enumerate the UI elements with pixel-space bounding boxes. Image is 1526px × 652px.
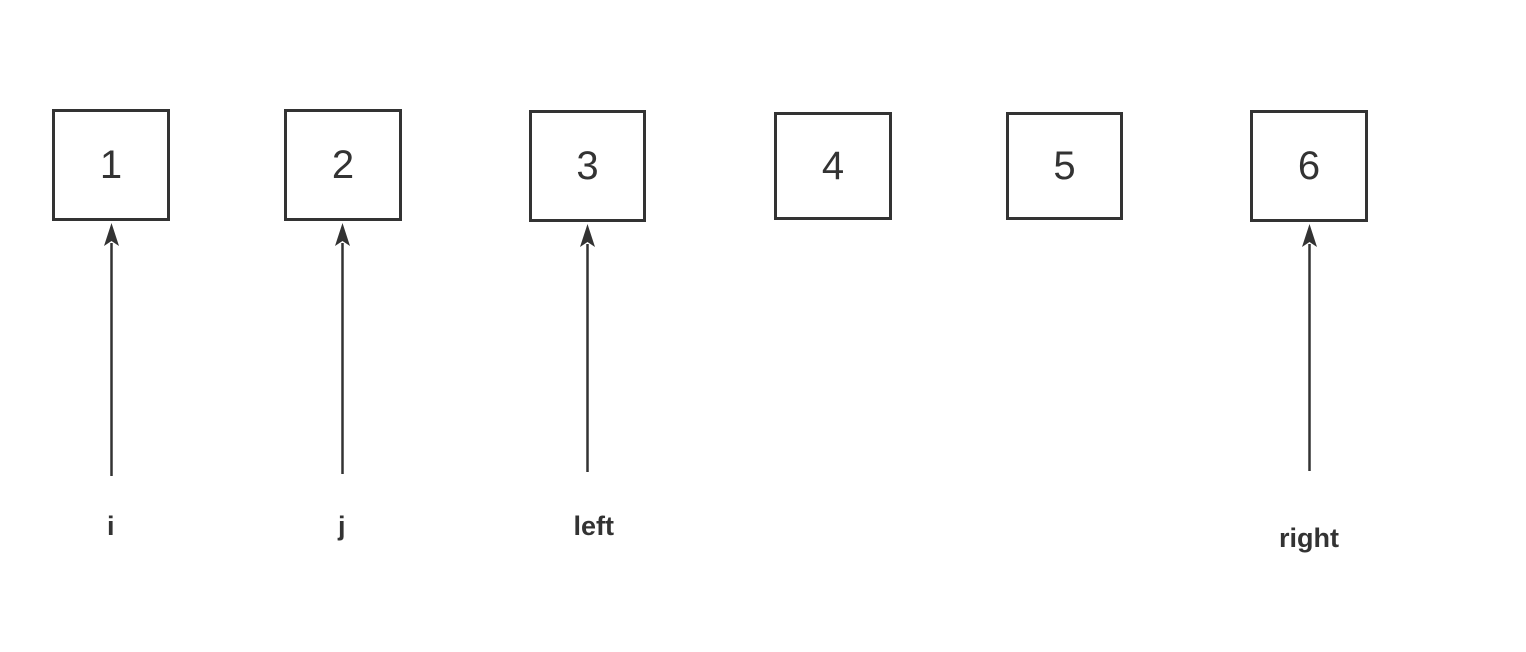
pointer-label-i: i: [107, 511, 115, 541]
array-cell: 4: [774, 112, 892, 220]
array-cell-value: 3: [576, 144, 599, 188]
pointer-label-left: left: [573, 511, 615, 541]
array-cell: 6: [1250, 110, 1368, 222]
array-cell-value: 5: [1053, 144, 1076, 188]
array-cell: 1: [52, 109, 170, 221]
array-cell: 2: [284, 109, 402, 221]
pointer-arrow-right: [1301, 224, 1317, 471]
array-cell-value: 1: [99, 143, 123, 187]
pointer-arrow-j: [334, 223, 350, 474]
array-cell-value: 6: [1297, 144, 1321, 188]
pointer-arrow-i: [103, 223, 119, 476]
pointer-label-j: j: [338, 511, 346, 541]
array-cell: 3: [529, 110, 646, 222]
array-cell-value: 4: [821, 144, 845, 188]
pointer-arrow-left: [579, 224, 595, 472]
array-cell-value: 2: [331, 143, 355, 187]
pointer-label-right: right: [1279, 523, 1339, 553]
array-cell: 5: [1006, 112, 1123, 220]
